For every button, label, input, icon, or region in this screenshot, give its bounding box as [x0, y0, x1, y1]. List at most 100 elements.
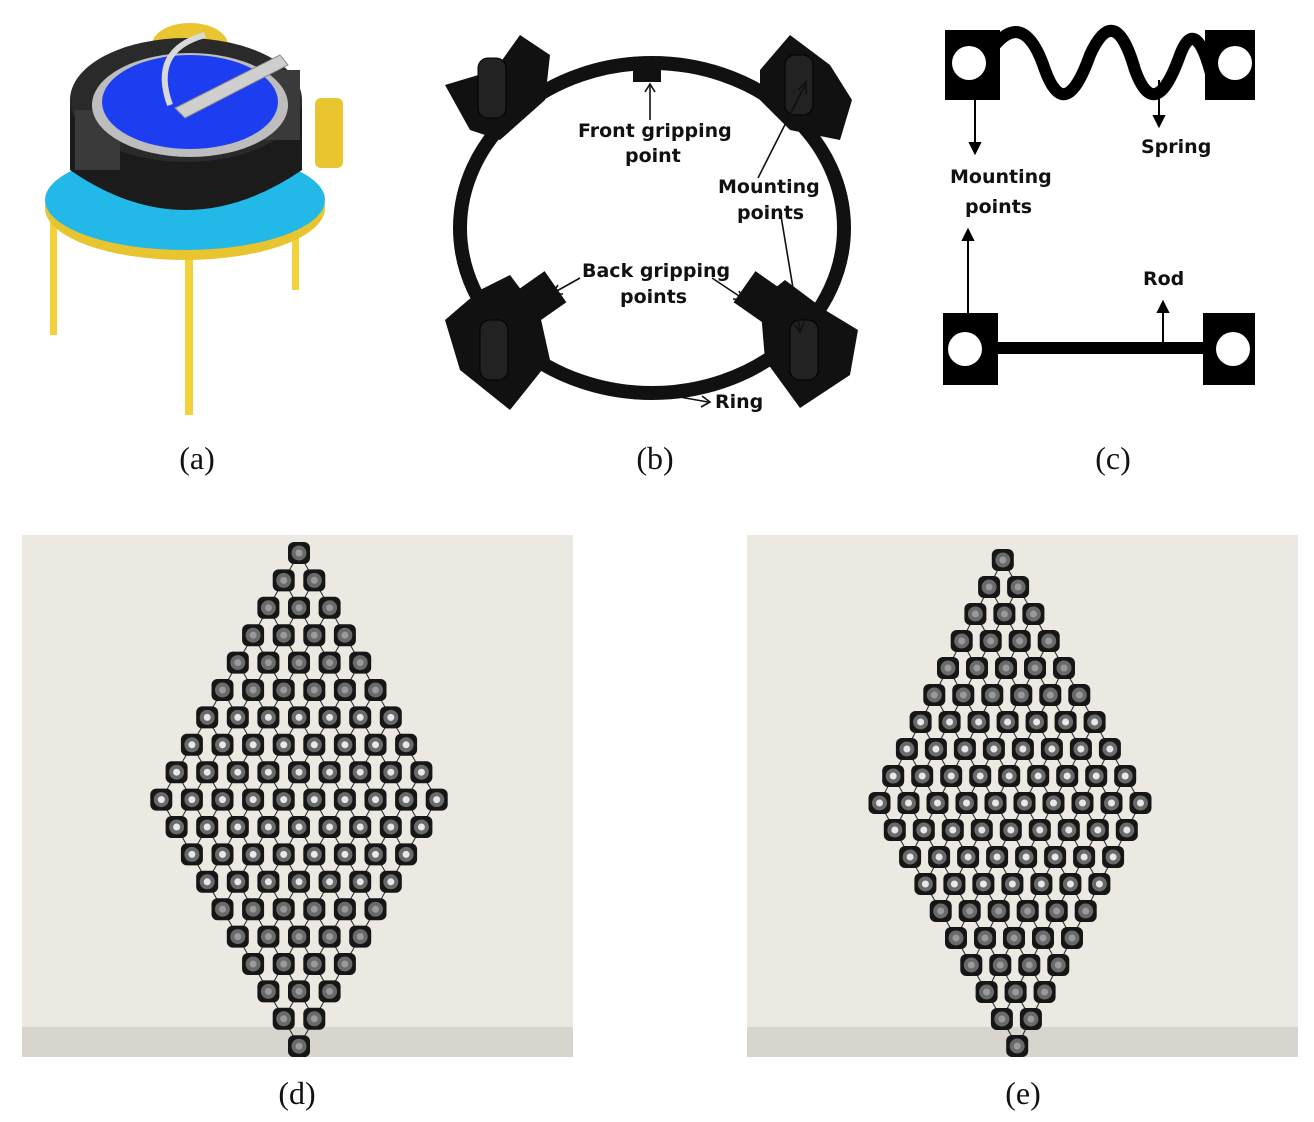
lattice-photo-d [22, 535, 573, 1057]
robot-module-icon [912, 819, 935, 841]
robot-module-icon [970, 819, 993, 841]
robot-module-icon [924, 738, 947, 760]
robot-module-icon [897, 792, 920, 814]
robot-module-icon [1018, 954, 1041, 976]
label-mounting-2: points [737, 202, 804, 224]
cable [161, 32, 206, 107]
robot-module-icon [211, 788, 234, 811]
robot-module-icon [318, 870, 341, 893]
robot-module-icon [928, 846, 951, 868]
robot-module-icon [899, 846, 922, 868]
robot-module-icon [1085, 765, 1108, 787]
panel-d-lattice-photo [22, 535, 573, 1057]
robot-module-icon [1042, 792, 1065, 814]
robot-module-icon [972, 873, 995, 895]
robot-module-icon [364, 733, 387, 756]
robot-module-icon [974, 927, 996, 949]
robot-module-icon [1037, 630, 1060, 652]
robot-module-icon [150, 788, 173, 811]
robot-module-icon [272, 569, 295, 592]
robot-module-icon [1019, 1008, 1042, 1030]
robot-module-icon [1068, 684, 1091, 706]
robot-module-icon [226, 870, 249, 893]
robot-module-icon [333, 788, 356, 811]
robot-module-icon [969, 765, 992, 787]
robot-module-icon [318, 925, 341, 948]
robot-module-icon [996, 711, 1019, 733]
robot-module-icon [990, 1008, 1013, 1030]
robot-module-icon [960, 954, 983, 976]
robot-module-icon [1039, 684, 1062, 706]
robot-module-icon [242, 898, 265, 921]
robot-module-icon [318, 761, 341, 784]
robot-module-icon [1022, 603, 1045, 625]
robot-module-icon [379, 761, 402, 784]
panel-a-module-render [30, 10, 360, 420]
label-arrows [550, 80, 807, 408]
robot-module-icon [989, 954, 1012, 976]
panel-c-connectors: Spring Mounting points Rod [935, 15, 1255, 395]
robot-module-icon [1057, 819, 1080, 841]
robot-module-icon [318, 706, 341, 729]
robot-module-icon [950, 630, 973, 652]
back-gripping-point-left [503, 271, 567, 331]
robot-module-icon [379, 706, 402, 729]
robot-module-icon [272, 1007, 295, 1030]
robot-module-icon [410, 761, 433, 784]
mount-hole [948, 332, 982, 366]
robot-module-icon [1074, 900, 1097, 922]
robot-module-icon [957, 846, 980, 868]
robot-module-icon [911, 765, 934, 787]
robot-module-icon [395, 788, 418, 811]
robot-module-icon [937, 657, 959, 679]
label-back-gripping-2: points [620, 286, 687, 308]
robot-module-icon [211, 733, 234, 756]
label-back-gripping-1: Back gripping [582, 260, 730, 282]
robot-module-icon [1047, 954, 1070, 976]
mount-hole [952, 46, 986, 80]
robot-module-icon [364, 788, 387, 811]
robot-module-icon [958, 900, 981, 922]
leg [50, 205, 57, 335]
robot-module-icon [333, 733, 356, 756]
robot-module-icon [303, 788, 326, 811]
caption-a: (a) [179, 440, 215, 476]
back-gripping-point-right [733, 271, 797, 331]
robot-module-icon [410, 816, 433, 838]
robot-module-icon [349, 816, 372, 838]
front-gripping-point [633, 60, 661, 82]
robot-module-icon [999, 819, 1022, 841]
robot-module-icon [945, 927, 967, 949]
robot-module-icon [272, 898, 295, 921]
robot-module-icon [978, 576, 1001, 598]
robot-module-icon [333, 624, 356, 647]
label-ring: Ring [715, 391, 763, 413]
robot-module-icon [1045, 900, 1068, 922]
handle [174, 54, 289, 119]
robot-module-icon [1083, 711, 1106, 733]
robot-module-icon [1008, 630, 1031, 652]
robot-module-icon [1053, 657, 1075, 679]
robot-module-icon [226, 706, 249, 729]
robot-module-icon [1013, 792, 1036, 814]
robot-module-icon [882, 765, 905, 787]
robot-module-icon [303, 569, 326, 592]
robot-module-icon [1114, 765, 1137, 787]
robot-module-icon [303, 679, 326, 701]
robot-module-icon [288, 1035, 310, 1057]
robot-module-icon [318, 980, 341, 1003]
panel-b-ring-diagram: Front gripping point Mounting points Bac… [440, 30, 870, 420]
robot-module-icon [303, 1007, 326, 1030]
robot-module-icon [180, 788, 203, 811]
robot-module-icon [226, 761, 249, 784]
ring-diagram: Front gripping point Mounting points Bac… [445, 35, 858, 413]
robot-module-icon [288, 651, 310, 674]
robot-module-icon [1044, 846, 1067, 868]
robot-module-icon [333, 679, 356, 701]
robot-module-icon [1028, 819, 1051, 841]
robot-module-icon [1086, 819, 1109, 841]
robot-module-icon [909, 711, 932, 733]
robot-module-icon [1098, 738, 1121, 760]
robot-module-icon [1027, 765, 1050, 787]
robot-module-icon [333, 843, 356, 866]
